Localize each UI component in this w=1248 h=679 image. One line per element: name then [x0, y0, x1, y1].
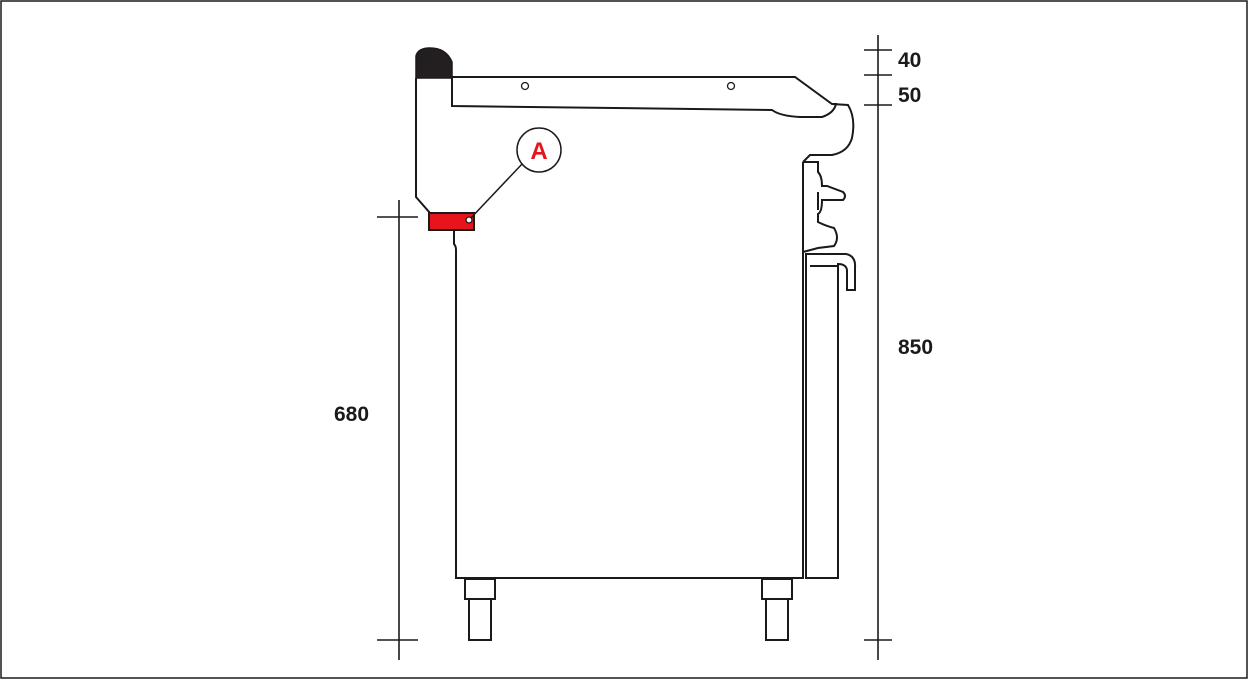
dim-label-850: 850 — [898, 336, 933, 359]
rear-foot — [464, 578, 496, 641]
top-plate — [451, 76, 838, 118]
right-dimension-line — [864, 35, 892, 660]
left-dimension-line — [377, 200, 418, 660]
front-edge — [802, 103, 855, 163]
screw-2 — [726, 81, 736, 91]
cabinet-body — [453, 162, 804, 579]
oven-door — [805, 253, 857, 579]
dim-label-680: 680 — [334, 403, 369, 426]
callout-letter-a: A — [530, 138, 547, 165]
control-panel — [802, 161, 846, 253]
front-foot — [761, 578, 793, 641]
highlighted-part-a — [428, 212, 475, 231]
callout-circle — [516, 127, 562, 173]
callout-leader-line — [468, 162, 524, 221]
callout-anchor-dot — [465, 216, 473, 224]
dim-label-50: 50 — [898, 84, 921, 107]
screw-1 — [520, 81, 530, 91]
rear-knob — [415, 47, 453, 79]
rear-upstand — [415, 78, 473, 214]
dim-label-40: 40 — [898, 49, 921, 72]
